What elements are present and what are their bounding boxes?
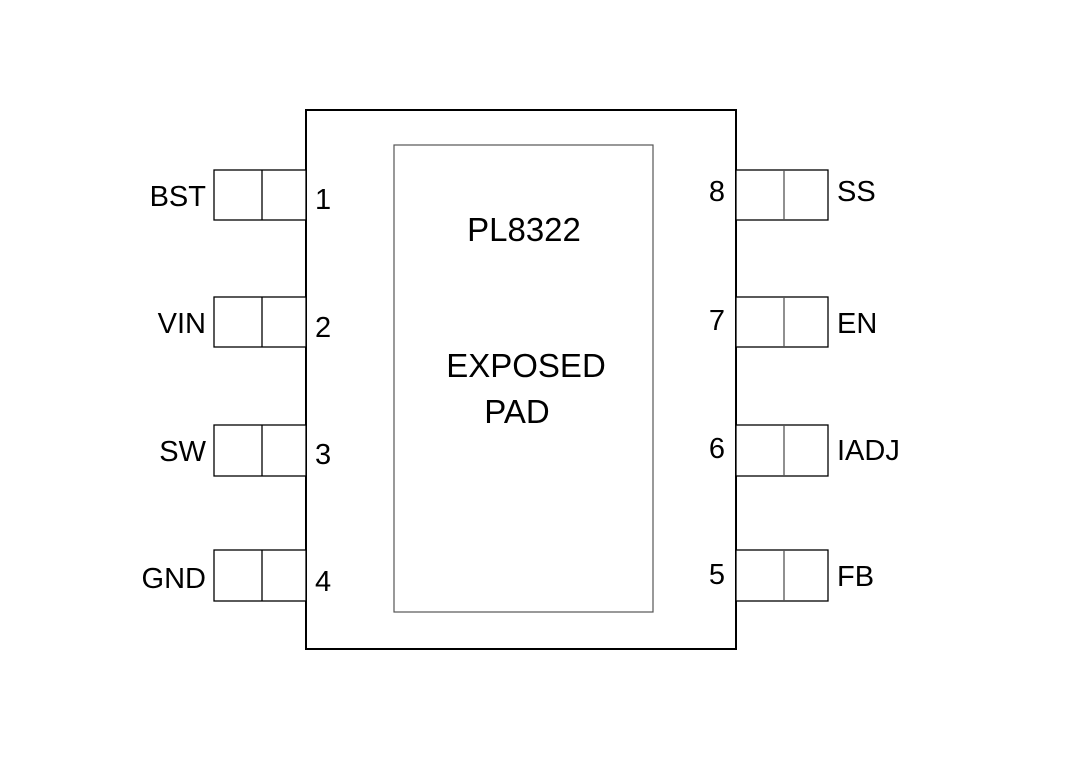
pad-label-line2: PAD: [484, 393, 549, 430]
pin-pad: [213, 549, 307, 602]
right-pin-8: SS 8: [709, 169, 876, 221]
pin-pad: [213, 169, 307, 221]
pin-number: 7: [709, 305, 725, 337]
part-number: PL8322: [467, 211, 581, 248]
pin-number: 3: [315, 439, 331, 471]
pin-number: 8: [709, 176, 725, 208]
left-pin-1: BST 1: [150, 169, 331, 221]
pin-name: IADJ: [837, 435, 900, 467]
pin-name: FB: [837, 561, 874, 593]
pin-name: BST: [150, 181, 207, 213]
left-pin-3: SW 3: [159, 424, 331, 477]
pin-number: 1: [315, 184, 331, 216]
left-pin-4: GND 4: [142, 549, 331, 602]
pad-label-line1: EXPOSED: [446, 347, 606, 384]
pin-number: 4: [315, 566, 331, 598]
pin-pad: [735, 424, 829, 477]
exposed-pad: [393, 144, 654, 613]
pin-number: 5: [709, 559, 725, 591]
right-pin-7: EN 7: [709, 296, 877, 348]
pin-name: EN: [837, 308, 877, 340]
pin-pad: [213, 296, 307, 348]
pin-number: 2: [315, 312, 331, 344]
pin-name: SW: [159, 436, 206, 468]
pin-pad: [735, 296, 829, 348]
pin-name: VIN: [158, 308, 206, 340]
pin-pad: [735, 169, 829, 221]
pin-name: SS: [837, 176, 876, 208]
right-pin-5: FB 5: [709, 549, 874, 602]
pin-pad: [735, 549, 829, 602]
right-pin-6: IADJ 6: [709, 424, 900, 477]
pin-name: GND: [142, 563, 206, 595]
pin-number: 6: [709, 433, 725, 465]
left-pin-2: VIN 2: [158, 296, 331, 348]
pin-pad: [213, 424, 307, 477]
